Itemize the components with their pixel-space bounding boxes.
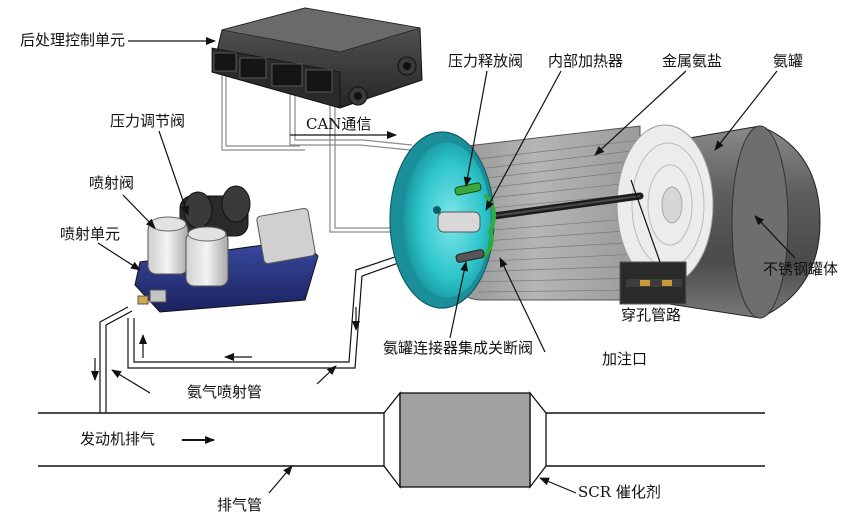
label-pressure-relief-valve: 压力释放阀 — [448, 52, 524, 70]
label-engine-exhaust: 发动机排气 — [80, 430, 156, 448]
label-pressure-regulating-valve: 压力调节阀 — [110, 112, 186, 130]
perforated-pipe-inset — [619, 261, 687, 305]
label-injection-valve: 喷射阀 — [89, 174, 135, 192]
label-can-communication: CAN通信 — [306, 115, 372, 133]
label-filling-port: 加注口 — [602, 350, 648, 368]
label-metal-ammine-salt: 金属氨盐 — [662, 52, 723, 70]
label-scr-catalyst: SCR 催化剂 — [578, 483, 661, 501]
label-tank-connector-shutoff-valve: 氨罐连接器集成关断阀 — [383, 339, 534, 357]
ammonia-tank — [389, 124, 821, 319]
exhaust-pipe — [38, 391, 765, 489]
label-injection-unit: 喷射单元 — [60, 225, 121, 243]
label-stainless-tank-body: 不锈钢罐体 — [763, 260, 839, 278]
scr-catalyst-body — [399, 392, 531, 488]
label-perforated-pipe: 穿孔管路 — [621, 306, 682, 324]
aftertreatment-control-unit — [211, 7, 423, 109]
injection-unit — [134, 185, 319, 313]
label-ammonia-tank: 氨罐 — [773, 52, 804, 70]
label-exhaust-pipe: 排气管 — [217, 496, 263, 514]
label-ammonia-injection-pipe: 氨气喷射管 — [187, 383, 263, 401]
label-internal-heater: 内部加热器 — [548, 52, 624, 70]
ammonia-injection-pipe — [99, 249, 419, 413]
pointer-lines — [97, 70, 796, 494]
label-aftertreatment-control-unit: 后处理控制单元 — [20, 31, 126, 49]
